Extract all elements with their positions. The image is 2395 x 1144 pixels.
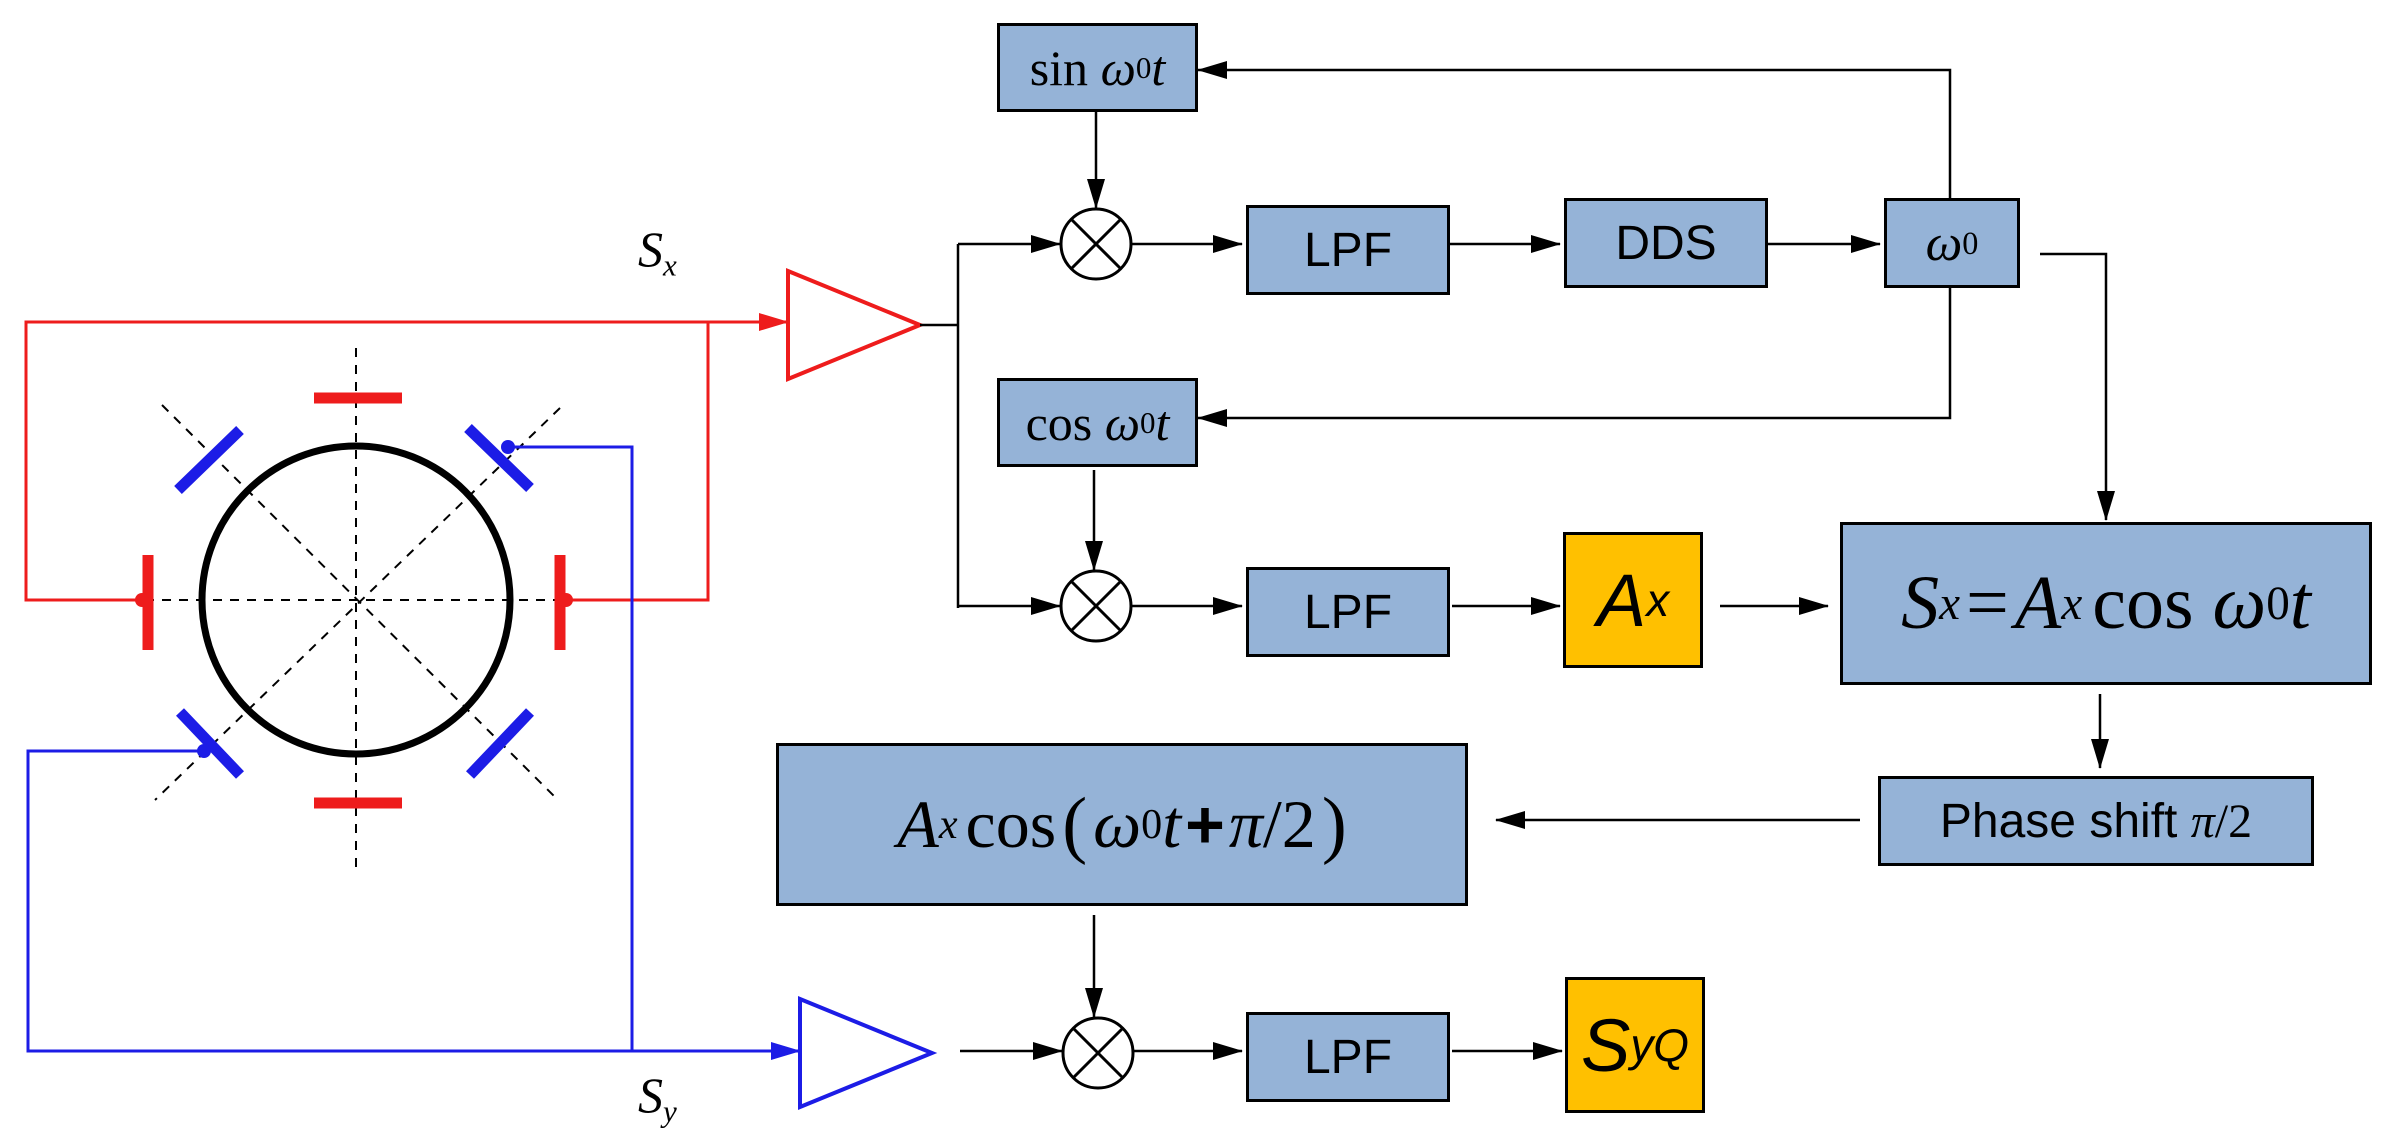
y-electrodes xyxy=(174,424,534,779)
signal-label-sx: Sx xyxy=(638,221,677,283)
resonator-axes xyxy=(60,348,600,870)
mixer-2 xyxy=(1059,569,1133,643)
x-channel-wiring xyxy=(24,313,789,602)
amplifier-x xyxy=(786,268,926,382)
dds-block: DDS xyxy=(1564,198,1768,288)
resonator xyxy=(60,348,600,870)
y-channel-wiring xyxy=(26,445,801,1060)
signal-label-sy: Sy xyxy=(638,1067,677,1129)
phase-shift-block: Phase shift π/2 xyxy=(1878,776,2314,866)
resonator-ring xyxy=(198,442,514,758)
mixer-1 xyxy=(1059,207,1133,281)
lpf-block-1: LPF xyxy=(1246,205,1450,295)
mixer-3 xyxy=(1061,1016,1135,1090)
connections xyxy=(920,61,2115,1060)
lpf-block-2: LPF xyxy=(1246,567,1450,657)
amplifier-y xyxy=(798,996,938,1110)
lpf-block-3: LPF xyxy=(1246,1012,1450,1102)
